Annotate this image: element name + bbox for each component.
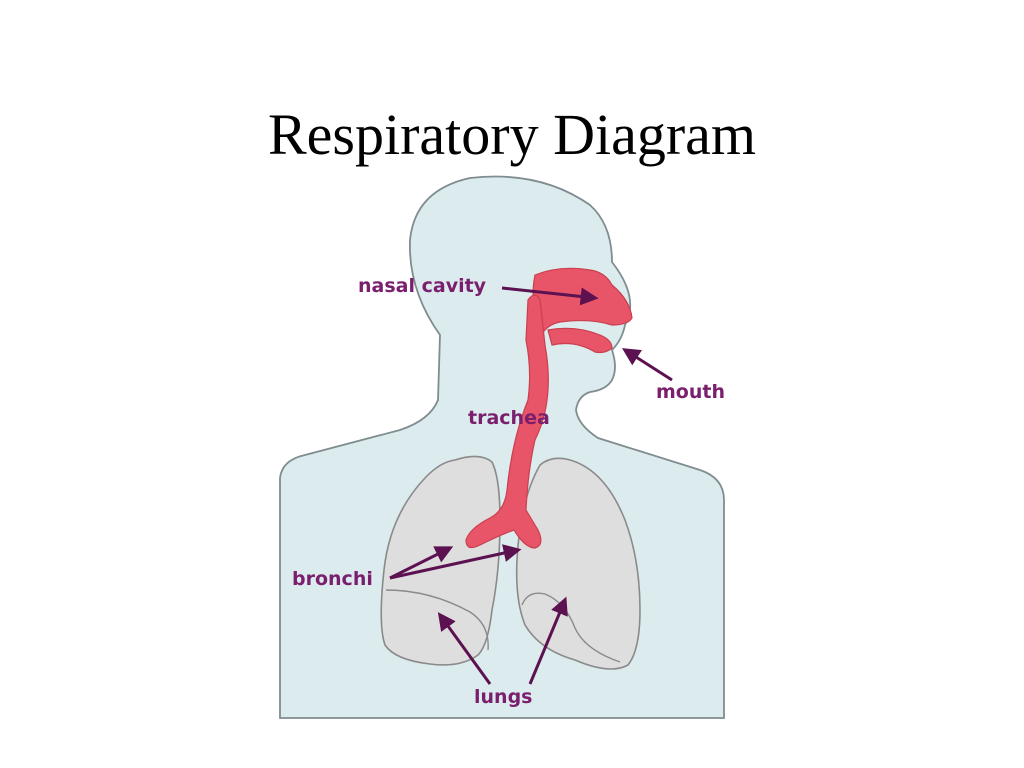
mouth-arrow xyxy=(621,348,673,382)
mouth-label: mouth xyxy=(656,381,725,403)
bronchi-label: bronchi xyxy=(292,568,373,590)
trachea-shape xyxy=(465,294,549,549)
nasal-cavity-arrow xyxy=(501,286,599,306)
nasal-cavity-label: nasal cavity xyxy=(358,275,487,297)
bronchi-arrow-lower xyxy=(389,544,522,580)
body-silhouette xyxy=(279,175,725,719)
left-lung-lobe-line xyxy=(385,589,489,651)
trachea-label: trachea xyxy=(468,407,550,429)
slide-title: Respiratory Diagram xyxy=(267,102,756,167)
lungs-label: lungs xyxy=(474,686,532,708)
lungs-arrow-right xyxy=(528,596,568,685)
bronchi-arrow-upper xyxy=(389,546,454,580)
mouth-cavity-shape xyxy=(547,327,613,354)
lungs-arrow-left xyxy=(437,612,492,685)
right-lung xyxy=(515,457,641,670)
